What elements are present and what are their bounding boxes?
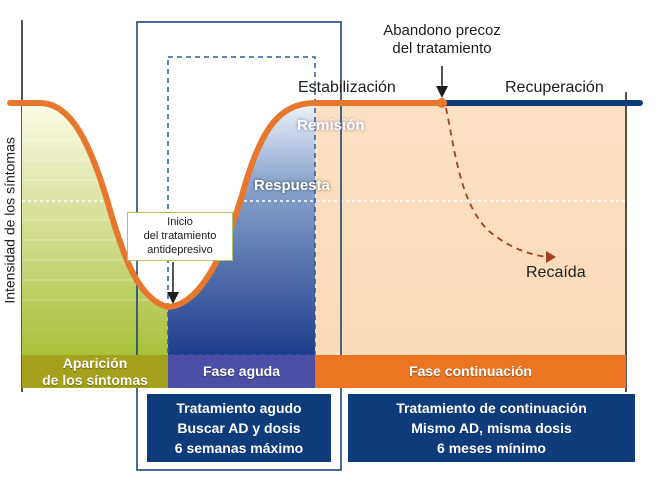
acute-fill <box>168 103 315 355</box>
response-label: Respuesta <box>254 177 330 194</box>
acute-treatment-title: Tratamiento agudo <box>176 400 302 416</box>
continuation-treatment-line2: 6 meses mínimo <box>437 440 546 456</box>
continuation-fill <box>315 103 627 355</box>
abandon-point <box>437 98 447 108</box>
relapse-arrow <box>445 107 549 258</box>
abandon-label-line1: Abandono precoz <box>383 22 501 39</box>
continuation-treatment-title: Tratamiento de continuación <box>396 400 587 416</box>
continuation-treatment-box: Tratamiento de continuación Mismo AD, mi… <box>348 394 635 462</box>
acute-treatment-box: Tratamiento agudo Buscar AD y dosis 6 se… <box>147 394 331 462</box>
remission-label: Remisión <box>297 117 365 134</box>
continuation-band: Fase continuación <box>315 355 626 388</box>
recovery-label: Recuperación <box>505 79 604 96</box>
start-line3: antidepresivo <box>147 243 213 256</box>
acute-band: Fase aguda <box>168 355 315 388</box>
symptom-curve <box>7 100 445 311</box>
stabilization-label: Estabilización <box>298 79 396 96</box>
start-line1: Inicio <box>167 216 193 228</box>
y-axis-label: Intensidad de los síntomas <box>1 137 18 304</box>
onset-fill <box>22 103 168 355</box>
acute-treatment-line1: Buscar AD y dosis <box>177 420 301 436</box>
abandon-label: Abandono precoz del tratamiento <box>368 22 516 58</box>
continuation-treatment-line1: Mismo AD, misma dosis <box>411 420 572 436</box>
start-treatment-callout: Inicio del tratamiento antidepresivo <box>127 212 233 262</box>
relapse-label: Recaída <box>526 264 586 281</box>
onset-line2: de los síntomas <box>42 371 148 388</box>
abandon-label-line2: del tratamiento <box>392 40 492 57</box>
acute-dashed-frame <box>167 56 316 356</box>
start-line2: del tratamiento <box>143 229 217 242</box>
onset-band: Aparición de los síntomas <box>22 355 168 388</box>
onset-line1: Aparición <box>62 355 128 372</box>
acute-treatment-line2: 6 semanas máximo <box>174 440 304 456</box>
relapse-arrowhead <box>546 251 556 263</box>
